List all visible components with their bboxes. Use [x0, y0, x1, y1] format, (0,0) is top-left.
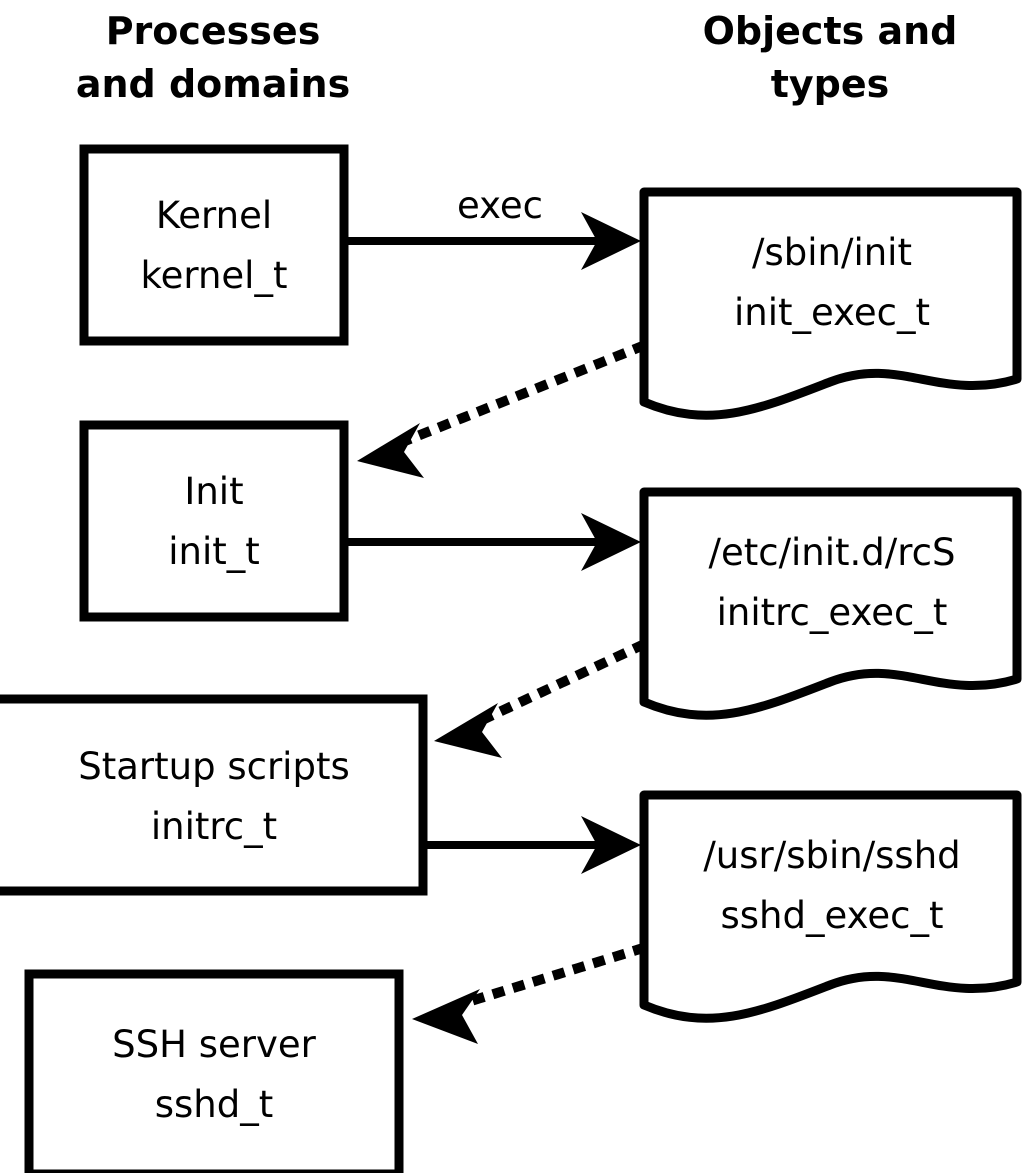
column-header-objects: Objects and types: [703, 9, 958, 106]
node-init-line2: init_t: [168, 530, 260, 573]
edge-init_exec-transition-init-arrowhead: [357, 423, 424, 478]
edge-initrc_exec-transition-initrc-line: [471, 639, 647, 729]
node-init-box[interactable]: [79, 420, 349, 622]
edge-init_exec-transition-init-line: [393, 340, 647, 450]
node-init[interactable]: Init init_t: [79, 420, 349, 622]
column-header-processes: Processes and domains: [76, 9, 350, 106]
edge-label-exec: exec: [457, 184, 543, 227]
edge-initrc_exec-transition-initrc-arrowhead: [434, 703, 502, 758]
node-sshd_exec[interactable]: /usr/sbin/sshd sshd_exec_t: [639, 790, 1022, 1023]
edge-init_exec-transition-init: [357, 340, 647, 478]
node-sshd-box[interactable]: [24, 969, 404, 1173]
edge-initrc-exec-sshd_exec: [427, 816, 641, 874]
edge-initrc-exec-sshd_exec-arrowhead: [581, 816, 641, 874]
node-initrc_exec-document-shape[interactable]: [639, 487, 1022, 720]
node-initrc-line1: Startup scripts: [78, 745, 349, 788]
node-initrc-box[interactable]: [0, 694, 428, 896]
node-kernel[interactable]: Kernel kernel_t: [79, 144, 349, 346]
edge-init-exec-initrc_exec-arrowhead: [581, 513, 641, 571]
node-sshd-line2: sshd_t: [155, 1083, 274, 1126]
node-initrc[interactable]: Startup scripts initrc_t: [0, 694, 428, 896]
node-initrc_exec-line2: initrc_exec_t: [717, 591, 948, 634]
column-header-processes-line1: Processes: [106, 9, 321, 53]
edge-sshd_exec-transition-sshd-arrowhead: [412, 989, 480, 1044]
node-init_exec[interactable]: /sbin/init init_exec_t: [639, 187, 1022, 420]
edge-initrc_exec-transition-initrc: [434, 639, 647, 758]
node-initrc_exec-line1: /etc/init.d/rcS: [708, 531, 955, 574]
node-sshd_exec-line1: /usr/sbin/sshd: [703, 834, 960, 877]
edge-init-exec-initrc_exec: [348, 513, 641, 571]
edge-kernel-exec-init_exec-arrowhead: [581, 212, 641, 270]
node-initrc-line2: initrc_t: [151, 805, 277, 848]
node-init_exec-document-shape[interactable]: [639, 187, 1022, 420]
node-sshd_exec-line2: sshd_exec_t: [721, 894, 944, 937]
edge-sshd_exec-transition-sshd: [412, 942, 647, 1044]
node-kernel-line2: kernel_t: [141, 254, 288, 297]
column-header-objects-line1: Objects and: [703, 9, 958, 53]
node-kernel-box[interactable]: [79, 144, 349, 346]
node-init-line1: Init: [184, 470, 243, 513]
column-header-processes-line2: and domains: [76, 62, 350, 106]
node-init_exec-line1: /sbin/init: [752, 231, 912, 274]
node-initrc_exec[interactable]: /etc/init.d/rcS initrc_exec_t: [639, 487, 1022, 720]
node-sshd_exec-document-shape[interactable]: [639, 790, 1022, 1023]
edge-sshd_exec-transition-sshd-line: [451, 942, 647, 1012]
node-kernel-line1: Kernel: [156, 194, 272, 237]
node-sshd[interactable]: SSH server sshd_t: [24, 969, 404, 1173]
edge-kernel-exec-init_exec: exec: [348, 184, 641, 270]
column-header-objects-line2: types: [771, 62, 890, 106]
node-sshd-line1: SSH server: [112, 1023, 316, 1066]
node-init_exec-line2: init_exec_t: [734, 291, 930, 334]
